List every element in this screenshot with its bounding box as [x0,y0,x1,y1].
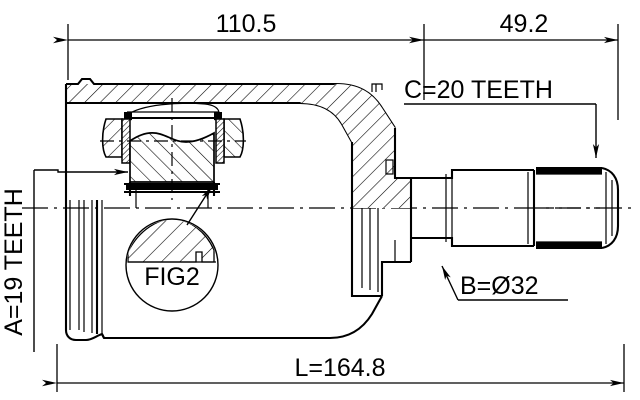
snap-ring-groove-detail [371,83,394,175]
callout-c-label: C=20 TEETH [404,76,553,104]
cv-joint-housing [64,77,413,342]
outer-spline-top-band [536,168,602,174]
callout-spline-c: C=20 TEETH [404,76,600,158]
needle-race-right [223,118,245,158]
dimension-L-label: L=164.8 [294,354,385,382]
callout-b-label: B=Ø32 [460,272,539,300]
outer-spline-bottom-band [536,242,602,248]
inner-spline-bore [69,200,103,334]
dimension-49-2: 49.2 [409,10,619,120]
callout-a-leader [34,168,128,176]
housing-stem-hatch-upper [300,84,412,208]
callout-a-label: A=19 TEETH [0,188,28,336]
dimension-110-5: 110.5 [53,10,424,80]
dimension-49-2-label: 49.2 [500,10,549,38]
detail-view-fig2: FIG2 [125,185,219,312]
callout-spline-a: A=19 TEETH [0,168,128,352]
callout-diameter-b: B=Ø32 [441,265,568,301]
dimension-overall-length: L=164.8 [42,344,625,392]
callout-b-leader [441,265,459,301]
needle-race-left [101,118,123,158]
tripod-roller-bearing-assembly [100,98,246,208]
output-shaft [411,166,620,250]
fig2-label: FIG2 [144,263,200,291]
dimension-110-5-label: 110.5 [216,10,277,38]
fig2-leader-line [186,185,213,226]
housing-top-wall-hatch [66,84,336,103]
